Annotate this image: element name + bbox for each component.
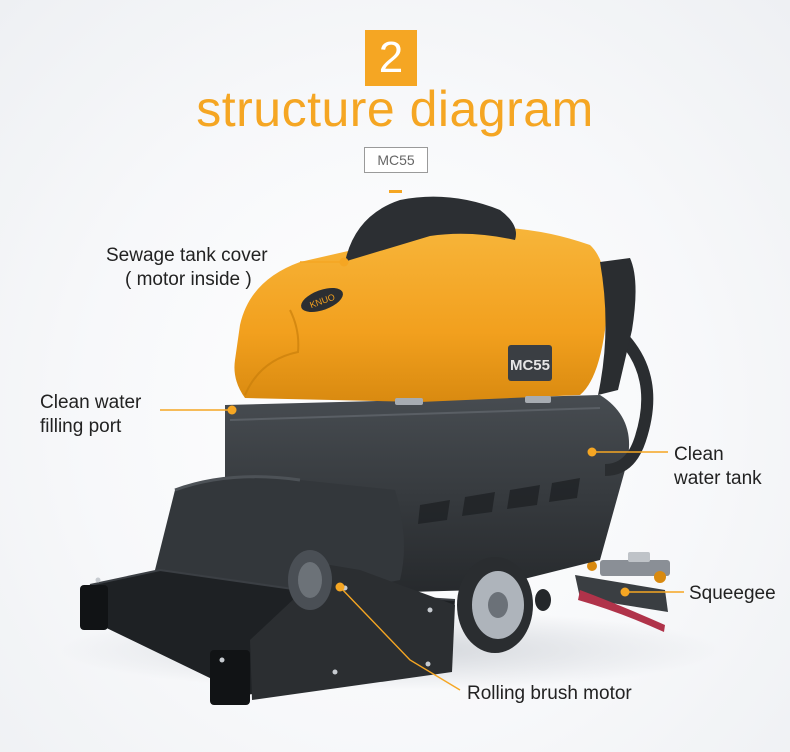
label-clean-water-filling-port-line1: Clean water bbox=[40, 392, 142, 413]
brand-badge bbox=[301, 287, 343, 313]
model-tag: MC55 bbox=[364, 147, 428, 173]
model-plate bbox=[508, 345, 552, 381]
caster-wheel bbox=[535, 589, 551, 611]
section-number-badge: 2 bbox=[365, 30, 417, 86]
dot-squeegee bbox=[620, 587, 630, 597]
label-squeegee: Squeegee bbox=[689, 583, 776, 604]
model-plate-text: MC55 bbox=[510, 357, 550, 374]
label-clean-water-filling-port-line2: filling port bbox=[40, 416, 122, 437]
rear-handle bbox=[598, 258, 636, 395]
label-clean-water-tank-line2: water tank bbox=[674, 468, 762, 489]
dot-filling-port bbox=[227, 405, 237, 415]
page-title: structure diagram bbox=[196, 81, 594, 137]
squeegee-assembly bbox=[575, 552, 670, 632]
label-sewage-tank-cover: Sewage tank cover bbox=[106, 245, 268, 266]
leader-lines bbox=[160, 261, 684, 691]
dot-clean-tank bbox=[587, 447, 597, 457]
drain-hose bbox=[604, 336, 654, 476]
accent-divider bbox=[389, 190, 402, 193]
leader-brush-motor bbox=[339, 586, 461, 691]
dot-sewage bbox=[339, 257, 349, 267]
label-sewage-tank-cover-note: ( motor inside ) bbox=[125, 269, 252, 290]
dot-brush-motor bbox=[335, 582, 345, 592]
label-rolling-brush-motor: Rolling brush motor bbox=[467, 683, 632, 704]
main-wheel bbox=[457, 557, 533, 653]
callout-dots bbox=[227, 257, 630, 597]
label-clean-water-tank-line1: Clean bbox=[674, 444, 724, 465]
cover-handle bbox=[345, 196, 516, 262]
